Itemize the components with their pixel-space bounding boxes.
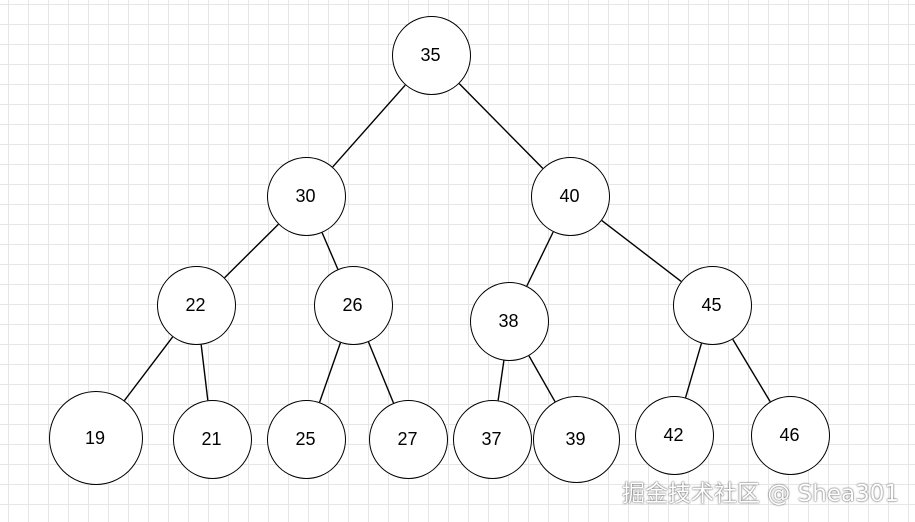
tree-edge-22-19 — [123, 336, 174, 401]
watermark: 掘金技术社区 @ Shea301 — [622, 481, 899, 507]
node-label: 19 — [84, 427, 106, 448]
tree-node-26: 26 — [314, 266, 393, 345]
node-label: 40 — [559, 186, 580, 206]
tree-edge-38-39 — [528, 355, 556, 403]
node-label: 26 — [342, 295, 363, 315]
node-label: 42 — [663, 425, 684, 445]
tree-edge-45-42 — [684, 343, 703, 398]
tree-edge-45-46 — [732, 339, 771, 402]
node-label: 38 — [498, 311, 519, 331]
tree-edge-35-30 — [332, 84, 406, 168]
tree-edge-38-37 — [497, 360, 505, 401]
tree-node-30: 30 — [267, 157, 346, 236]
tree-node-46: 46 — [751, 396, 830, 475]
tree-node-37: 37 — [453, 400, 532, 479]
tree-node-25: 25 — [267, 400, 346, 479]
node-label: 39 — [565, 429, 586, 449]
node-label: 21 — [201, 429, 222, 449]
tree-node-19: 19 — [49, 391, 143, 485]
tree-node-21: 21 — [173, 400, 252, 479]
tree-edge-26-27 — [367, 341, 395, 404]
node-label: 30 — [295, 186, 316, 206]
tree-node-27: 27 — [369, 400, 448, 479]
tree-edge-40-45 — [601, 219, 682, 283]
tree-edge-35-40 — [458, 83, 544, 169]
tree-edge-30-26 — [321, 232, 339, 270]
tree-edge-30-22 — [224, 223, 279, 279]
node-label: 25 — [295, 429, 316, 449]
node-label: 35 — [420, 45, 441, 65]
node-label: 27 — [397, 429, 418, 449]
tree-node-45: 45 — [673, 266, 752, 345]
tree-edge-40-38 — [526, 231, 554, 287]
tree-edge-26-25 — [318, 342, 342, 403]
tree-node-35: 35 — [392, 16, 471, 95]
tree-node-22: 22 — [157, 266, 236, 345]
tree-node-39: 39 — [533, 396, 620, 483]
tree-node-38: 38 — [470, 282, 549, 361]
node-label: 37 — [481, 429, 502, 449]
node-label: 22 — [185, 295, 206, 315]
node-label: 46 — [779, 425, 800, 445]
node-label: 45 — [701, 295, 722, 315]
tree-node-40: 40 — [531, 157, 610, 236]
tree-edge-22-21 — [200, 344, 209, 401]
tree-node-42: 42 — [635, 396, 714, 475]
